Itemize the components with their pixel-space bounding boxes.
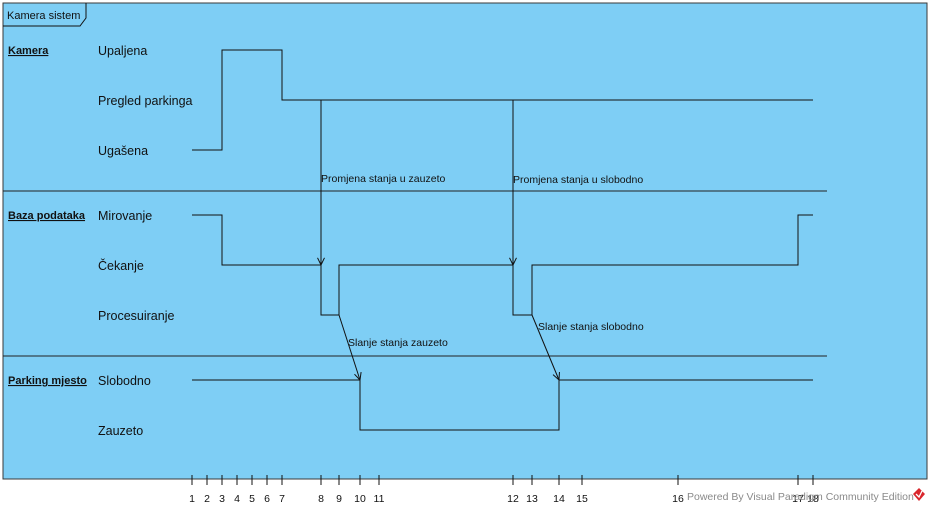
axis-tick-label: 2 — [204, 493, 210, 505]
message-label: Slanje stanja zauzeto — [348, 337, 448, 349]
state-label-ugasena: Ugašena — [98, 144, 148, 158]
arrowhead — [354, 372, 362, 382]
message-promjena-u-zauzeto: Promjena stanja u zauzeto — [317, 100, 445, 267]
axis-tick-label: 3 — [219, 493, 225, 505]
arrowhead — [552, 371, 560, 382]
timeline-parking-mjesto — [192, 379, 813, 431]
lane-title-kamera: Kamera — [8, 45, 49, 57]
axis-tick-label: 5 — [249, 493, 255, 505]
frame-title-tab — [3, 3, 87, 27]
axis-tick-label: 14 — [553, 493, 565, 505]
state-label-pregled-parkinga: Pregled parkinga — [98, 94, 193, 108]
timeline-kamera — [192, 49, 813, 151]
axis-tick-label: 16 — [672, 493, 684, 505]
state-label-mirovanje: Mirovanje — [98, 209, 152, 223]
axis-tick-label: 10 — [354, 493, 366, 505]
axis-tick-label: 6 — [264, 493, 270, 505]
visual-paradigm-logo-icon — [913, 488, 925, 501]
axis-tick-label: 12 — [507, 493, 519, 505]
frame-title: Kamera sistem — [7, 10, 80, 22]
arrowhead — [509, 257, 517, 267]
axis-tick-label: 11 — [374, 493, 385, 505]
message-label: Promjena stanja u slobodno — [513, 174, 643, 186]
lane-title-parking-mjesto: Parking mjesto — [8, 375, 87, 387]
axis-tick-label: 18 — [807, 493, 819, 505]
state-label-procesuiranje: Procesuiranje — [98, 309, 174, 323]
state-label-cekanje: Čekanje — [98, 258, 144, 273]
axis-tick-label: 9 — [336, 493, 342, 505]
axis-tick-label: 1 — [189, 493, 195, 505]
axis-tick-label: 15 — [576, 493, 588, 505]
watermark-text: Powered By Visual Paradigm Community Edi… — [687, 491, 914, 503]
message-label: Slanje stanja slobodno — [538, 321, 644, 333]
axis-tick-label: 7 — [279, 493, 285, 505]
state-label-upaljena: Upaljena — [98, 44, 147, 58]
axis-tick-label: 8 — [318, 493, 324, 505]
axis-tick-label: 13 — [526, 493, 538, 505]
message-label: Promjena stanja u zauzeto — [321, 173, 445, 185]
arrowhead — [317, 257, 325, 267]
timeline-baza-podataka — [192, 214, 813, 316]
message-slanje-zauzeto: Slanje stanja zauzeto — [338, 314, 448, 382]
message-arrow — [531, 314, 560, 381]
state-label-zauzeto: Zauzeto — [98, 424, 143, 438]
lane-title-baza-podataka: Baza podataka — [8, 210, 86, 222]
diagram-frame — [2, 2, 928, 480]
message-arrow — [338, 314, 361, 381]
axis-tick-label: 17 — [792, 493, 804, 505]
message-promjena-u-slobodno: Promjena stanja u slobodno — [509, 100, 643, 267]
state-label-slobodno: Slobodno — [98, 374, 151, 388]
message-slanje-slobodno: Slanje stanja slobodno — [531, 314, 644, 382]
axis-tick-label: 4 — [234, 493, 240, 505]
